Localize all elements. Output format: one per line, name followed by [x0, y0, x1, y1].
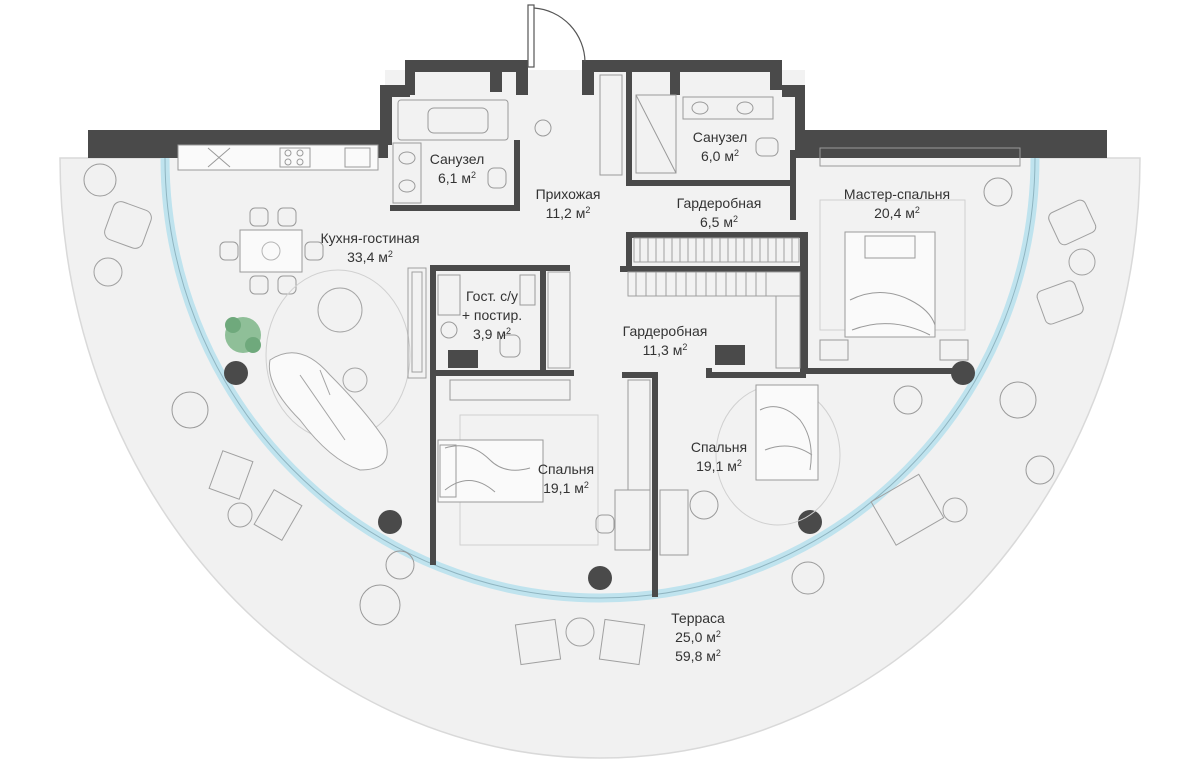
interior-floor — [165, 158, 1035, 598]
area-unit: м — [706, 629, 716, 645]
area-unit-sup: 2 — [715, 629, 721, 639]
room-area: 20,4 — [874, 205, 902, 221]
area-unit: м — [672, 342, 683, 358]
room-name: Санузел — [692, 129, 748, 145]
room-name: Гардеробная — [622, 323, 708, 339]
area-unit: м — [727, 458, 737, 474]
room-wardrobe1[interactable]: Гардеробная 6,5 м2 — [677, 194, 762, 232]
area-unit-sup: 2 — [732, 214, 738, 224]
room-name: Кухня-гостиная — [320, 230, 420, 246]
room-area: 33,4 — [347, 249, 375, 265]
room-name: Санузел — [429, 151, 485, 167]
master-furniture — [819, 147, 1021, 415]
room-area: 19,1 — [543, 480, 571, 496]
room-bedroom1[interactable]: Спальня 19,1 м2 — [538, 460, 594, 498]
bedroom1-furniture — [437, 379, 651, 551]
wardrobe1-shelving — [633, 237, 800, 263]
room-area: 6,1 — [437, 170, 458, 186]
room-kitchen[interactable]: Кухня-гостиная 33,4 м2 — [320, 229, 419, 267]
room-master[interactable]: Мастер-спальня 20,4 м2 — [844, 185, 950, 223]
wardrobe2-shelving — [547, 271, 801, 369]
area-unit: м — [724, 148, 734, 164]
area-unit: м — [461, 170, 471, 186]
area-unit-sup: 2 — [715, 648, 721, 658]
plants — [83, 163, 1055, 626]
area-unit-sup: 2 — [387, 249, 393, 259]
glass-facade-edge — [164, 157, 1036, 599]
room-name: Спальня — [537, 461, 595, 477]
room-area: 25,0 — [675, 629, 703, 645]
room-wardrobe2[interactable]: Гардеробная 11,3 м2 — [623, 322, 708, 360]
room-name: Гост. с/у — [466, 288, 518, 304]
bedroom2-furniture — [659, 384, 841, 556]
room-bath1[interactable]: Санузел 6,1 м2 — [430, 150, 485, 188]
entrance-door[interactable] — [527, 4, 586, 68]
room-name: Терраса — [671, 610, 725, 626]
area-unit: м — [706, 648, 716, 664]
kitchen-counter — [177, 144, 379, 171]
green-plant — [225, 317, 261, 353]
bath1-fixtures — [392, 99, 552, 204]
storage-unit — [407, 267, 427, 379]
area-unit: м — [378, 249, 388, 265]
area-unit-sup: 2 — [733, 148, 739, 158]
dining-table — [219, 207, 324, 295]
room-name: Прихожая — [535, 186, 601, 202]
room-name: Спальня — [690, 439, 748, 455]
area-unit: м — [905, 205, 915, 221]
area-unit: м — [496, 326, 506, 342]
core-floor — [385, 70, 805, 165]
room-name: Гардеробная — [676, 195, 762, 211]
area-unit: м — [574, 480, 584, 496]
guest-wc-fixtures — [437, 274, 536, 358]
room-area: 11,3 — [642, 342, 669, 358]
room-area: 6,0 — [700, 148, 721, 164]
room-terrace[interactable]: Терраса 25,0 м2 59,8 м2 — [671, 609, 725, 666]
area-unit-sup: 2 — [736, 458, 742, 468]
bath2-fixtures — [599, 74, 779, 176]
room-bedroom2[interactable]: Спальня 19,1 м2 — [691, 438, 747, 476]
area-unit-sup: 2 — [682, 342, 688, 352]
room-name-line2: + постир. — [461, 307, 523, 323]
room-name: Мастер-спальня — [843, 186, 951, 202]
room-area: 6,5 — [699, 214, 720, 230]
room-bath2[interactable]: Санузел 6,0 м2 — [693, 128, 748, 166]
area-unit-sup: 2 — [585, 205, 591, 215]
area-unit-sup: 2 — [470, 170, 476, 180]
area-unit: м — [575, 205, 586, 221]
room-area-total: 59,8 — [675, 648, 703, 664]
area-unit: м — [723, 214, 733, 230]
room-area: 19,1 — [696, 458, 724, 474]
terrace-furniture — [93, 199, 1097, 666]
room-hall[interactable]: Прихожая 11,2 м2 — [536, 185, 601, 223]
area-unit-sup: 2 — [505, 326, 511, 336]
room-guest-wc[interactable]: Гост. с/у + постир. 3,9 м2 — [462, 287, 522, 344]
area-unit-sup: 2 — [583, 480, 589, 490]
room-area: 3,9 — [473, 326, 493, 342]
columns — [224, 361, 975, 590]
area-unit-sup: 2 — [914, 205, 920, 215]
living-furniture — [265, 269, 411, 471]
room-area: 11,2 — [545, 205, 572, 221]
